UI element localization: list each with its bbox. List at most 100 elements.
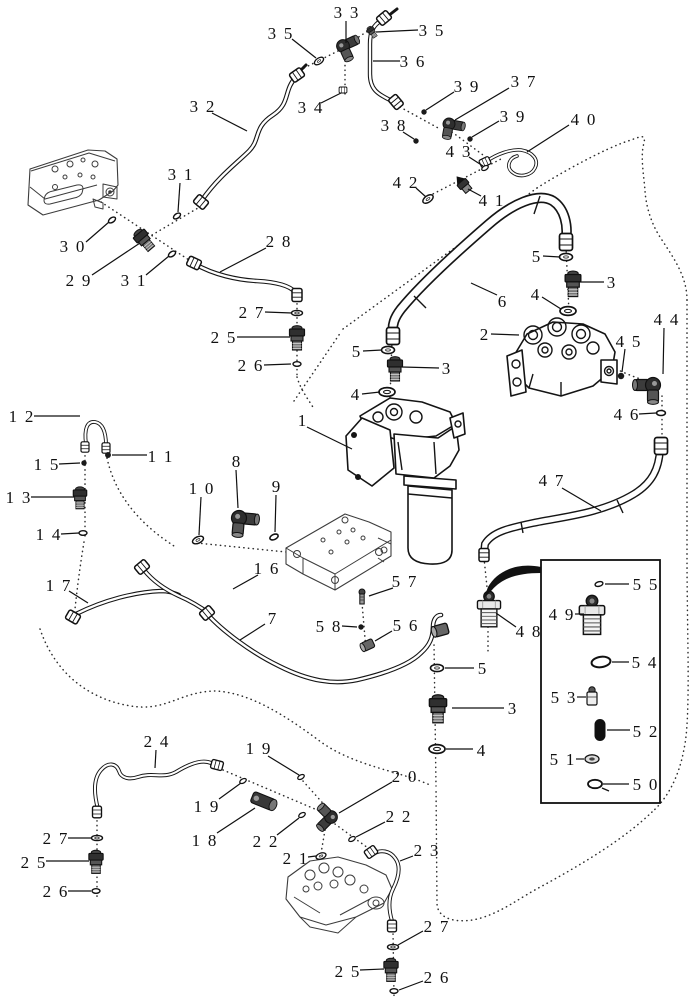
callout-leader-15 — [58, 462, 81, 465]
callout-label-8: 8 — [232, 452, 241, 471]
callout-leader-16 — [232, 574, 259, 590]
callout-label-21: 2 1 — [283, 849, 308, 868]
callout-leader-17 — [68, 590, 89, 604]
callout-label-35: 3 5 — [268, 24, 293, 43]
inset-detail-box — [484, 559, 661, 804]
callout-label-1: 1 — [298, 411, 307, 430]
callout-leader-10 — [198, 496, 202, 536]
callout-leader-21 — [307, 855, 317, 858]
callout-label-46: 4 6 — [614, 405, 639, 424]
brake-valve-ghost — [285, 856, 393, 934]
callout-leader-40 — [526, 124, 570, 153]
hose-47 — [480, 445, 664, 557]
callout-leader-32 — [211, 112, 248, 132]
callout-leader-24 — [154, 749, 157, 769]
callout-label-40: 4 0 — [571, 110, 596, 129]
callout-label-44: 4 4 — [654, 310, 679, 329]
callout-label-42: 4 2 — [393, 173, 418, 192]
callout-leader-14 — [60, 532, 80, 535]
callout-leader-45 — [621, 348, 626, 373]
callout-label-29: 2 9 — [66, 271, 91, 290]
callout-label-19: 1 9 — [246, 739, 271, 758]
callout-leader-29 — [91, 242, 141, 276]
callout-leader-58 — [341, 625, 358, 628]
callout-label-34: 3 4 — [298, 98, 323, 117]
priority-valve-filter-assembly — [345, 397, 466, 565]
callout-leader-1 — [306, 426, 353, 450]
callout-leader-25 — [359, 968, 385, 971]
callout-label-31: 3 1 — [168, 165, 193, 184]
callout-label-15: 1 5 — [34, 455, 59, 474]
callout-label-49: 4 9 — [549, 605, 574, 624]
callout-leader-39 — [425, 91, 455, 111]
callout-leader-18 — [216, 807, 256, 834]
callout-label-51: 5 1 — [550, 750, 575, 769]
callout-leader-37 — [454, 87, 510, 121]
callout-label-17: 1 7 — [46, 576, 71, 595]
callout-leader-56 — [374, 630, 393, 642]
callout-label-27: 2 7 — [424, 917, 449, 936]
callout-leader-31 — [177, 182, 181, 213]
callout-label-52: 5 2 — [633, 722, 658, 741]
regulator-valve-block — [506, 317, 618, 397]
callout-label-47: 4 7 — [539, 471, 564, 490]
callout-label-36: 3 6 — [400, 52, 425, 71]
callout-label-26: 2 6 — [424, 968, 449, 987]
callout-label-16: 1 6 — [254, 559, 279, 578]
callout-label-9: 9 — [272, 477, 281, 496]
callout-label-20: 2 0 — [392, 767, 417, 786]
callout-label-11: 1 1 — [148, 447, 173, 466]
callout-leader-47 — [561, 487, 602, 512]
callout-label-19: 1 9 — [194, 797, 219, 816]
callout-label-54: 5 4 — [632, 653, 657, 672]
callout-leader-26 — [263, 363, 292, 366]
callout-label-30: 3 0 — [60, 237, 85, 256]
callout-leader-26 — [398, 980, 424, 991]
callout-label-18: 1 8 — [192, 831, 217, 850]
tube-12 — [83, 420, 108, 447]
tube-24 — [93, 759, 213, 811]
callout-label-58: 5 8 — [316, 617, 341, 636]
callout-label-53: 5 3 — [551, 688, 576, 707]
callout-leader-30 — [85, 221, 110, 243]
callout-label-27: 2 7 — [239, 303, 264, 322]
callout-label-25: 2 5 — [21, 853, 46, 872]
callout-leader-3 — [401, 366, 440, 369]
callout-leader-34 — [320, 92, 342, 104]
callout-label-35: 3 5 — [419, 21, 444, 40]
callout-label-7: 7 — [268, 609, 277, 628]
callout-leader-38 — [402, 131, 415, 140]
callout-leader-35 — [291, 38, 317, 59]
callout-label-4: 4 — [477, 741, 486, 760]
tube-23 — [371, 849, 401, 923]
hitch-valve-plate-ghost — [285, 513, 392, 591]
callout-leader-43 — [468, 156, 484, 167]
callout-leader-48 — [495, 612, 517, 628]
callout-leader-44 — [662, 327, 665, 375]
callout-label-45: 4 5 — [616, 332, 641, 351]
callout-label-38: 3 8 — [381, 116, 406, 135]
callout-label-24: 2 4 — [144, 732, 169, 751]
callout-label-3: 3 — [442, 359, 451, 378]
callout-leader-5 — [362, 349, 383, 352]
tube-17 — [73, 588, 182, 617]
callout-leader-42 — [415, 187, 427, 198]
remote-valve-plate-ghost — [27, 149, 119, 216]
callout-leader-20 — [338, 781, 393, 814]
callout-label-5: 5 — [532, 247, 541, 266]
tube-16 — [141, 567, 213, 617]
inset-pointer-arrow — [484, 565, 541, 598]
callout-leader-23 — [399, 855, 414, 862]
callout-label-22: 2 2 — [386, 807, 411, 826]
callout-leader-22 — [355, 821, 386, 838]
callout-label-41: 4 1 — [479, 191, 504, 210]
callout-label-31: 3 1 — [121, 271, 146, 290]
callout-leader-27 — [264, 311, 293, 314]
callout-label-4: 4 — [351, 385, 360, 404]
callout-leader-27 — [397, 930, 424, 946]
callout-label-6: 6 — [498, 292, 507, 311]
hose-6 — [387, 192, 572, 339]
callout-leader-7 — [239, 623, 266, 641]
